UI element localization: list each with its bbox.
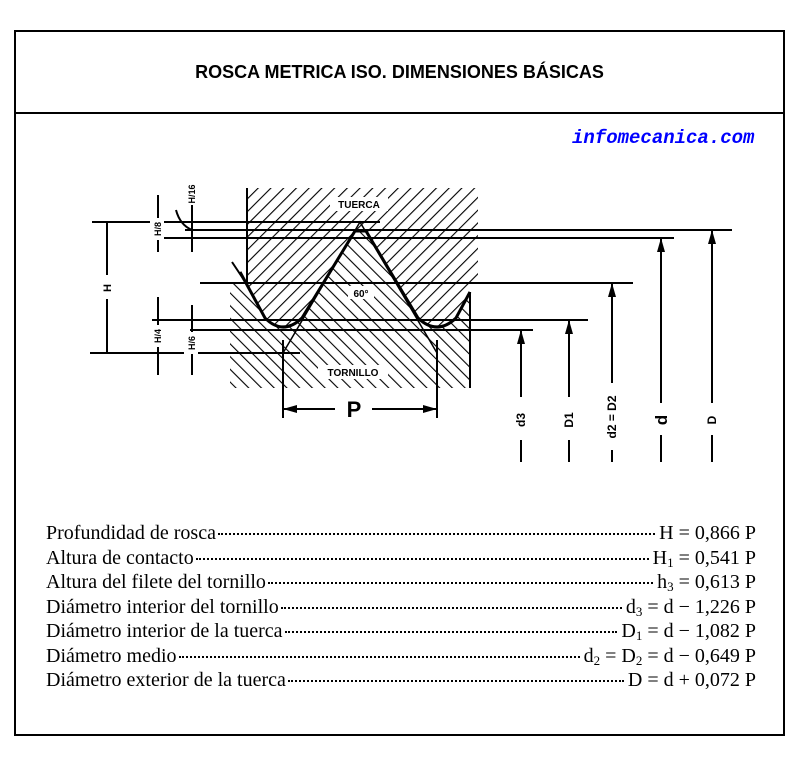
- formula-row: Profundidad de rosca H = 0,866 P: [46, 522, 756, 547]
- formula-row: Diámetro exterior de la tuerca D = d + 0,…: [46, 669, 756, 694]
- formula-label: Diámetro medio: [46, 644, 177, 667]
- dim-d3: d3: [514, 413, 528, 427]
- page-title: ROSCA METRICA ISO. DIMENSIONES BÁSICAS: [195, 61, 604, 82]
- formula: H = 0,866 P: [659, 522, 756, 544]
- formula-row: Diámetro medio d2 = D2 = d − 0,649 P: [46, 645, 756, 670]
- pitch-label: P: [347, 397, 362, 422]
- dim-D: D: [705, 415, 719, 424]
- title-bar: ROSCA METRICA ISO. DIMENSIONES BÁSICAS: [16, 32, 783, 114]
- formula: D1 = d − 1,082 P: [621, 620, 756, 643]
- dot-leader: [280, 606, 622, 609]
- figure-frame: ROSCA METRICA ISO. DIMENSIONES BÁSICAS: [14, 30, 785, 736]
- formula-row: Altura del filete del tornillo h3 = 0,613…: [46, 571, 756, 596]
- formula-label: Diámetro exterior de la tuerca: [46, 669, 286, 691]
- formula: d2 = D2 = d − 0,649 P: [583, 644, 756, 668]
- dot-leader: [178, 655, 580, 658]
- dim-d: d: [652, 415, 671, 425]
- dot-leader: [195, 557, 649, 560]
- formula-label: Profundidad de rosca: [46, 522, 216, 544]
- formula-label: Altura de contacto: [46, 546, 194, 569]
- formula: D = d + 0,072 P: [627, 669, 756, 691]
- formula-label: Altura del filete del tornillo: [46, 571, 266, 593]
- formula: H1 = 0,541 P: [652, 546, 756, 570]
- dot-leader: [287, 680, 624, 682]
- dim-D1: D1: [562, 412, 576, 428]
- dot-leader: [217, 533, 656, 535]
- formula-row: Diámetro interior del tornillo d3 = d − 1…: [46, 596, 756, 621]
- dot-leader: [267, 582, 654, 584]
- screw-section: [230, 231, 470, 388]
- angle-label: 60°: [353, 289, 368, 300]
- dim-H8: H/8: [153, 222, 163, 236]
- formula: d3 = d − 1,226 P: [625, 595, 756, 619]
- formula-list: Profundidad de rosca H = 0,866 P Altura d…: [46, 522, 756, 694]
- nut-label: TUERCA: [338, 200, 380, 211]
- dot-leader: [284, 631, 618, 633]
- formula-row: Diámetro interior de la tuerca D1 = d − 1…: [46, 620, 756, 645]
- formula: h3 = 0,613 P: [657, 571, 756, 594]
- thread-diagram: H H/8 H/16 H/4 H/6 TUERCA TORNILLO 60° P…: [90, 183, 732, 462]
- formula-label: Diámetro interior de la tuerca: [46, 620, 283, 642]
- dim-H: H: [102, 284, 114, 292]
- reference-lines: [90, 221, 732, 354]
- dim-H6: H/6: [187, 336, 197, 350]
- brand-watermark: infomecanica.com: [572, 127, 755, 149]
- screw-label: TORNILLO: [328, 368, 379, 379]
- dim-H4: H/4: [153, 329, 163, 343]
- formula-row: Altura de contacto H1 = 0,541 P: [46, 547, 756, 572]
- formula-label: Diámetro interior del tornillo: [46, 595, 279, 618]
- dim-d2-D2: d2 = D2: [605, 395, 619, 438]
- dim-H16: H/16: [187, 184, 197, 203]
